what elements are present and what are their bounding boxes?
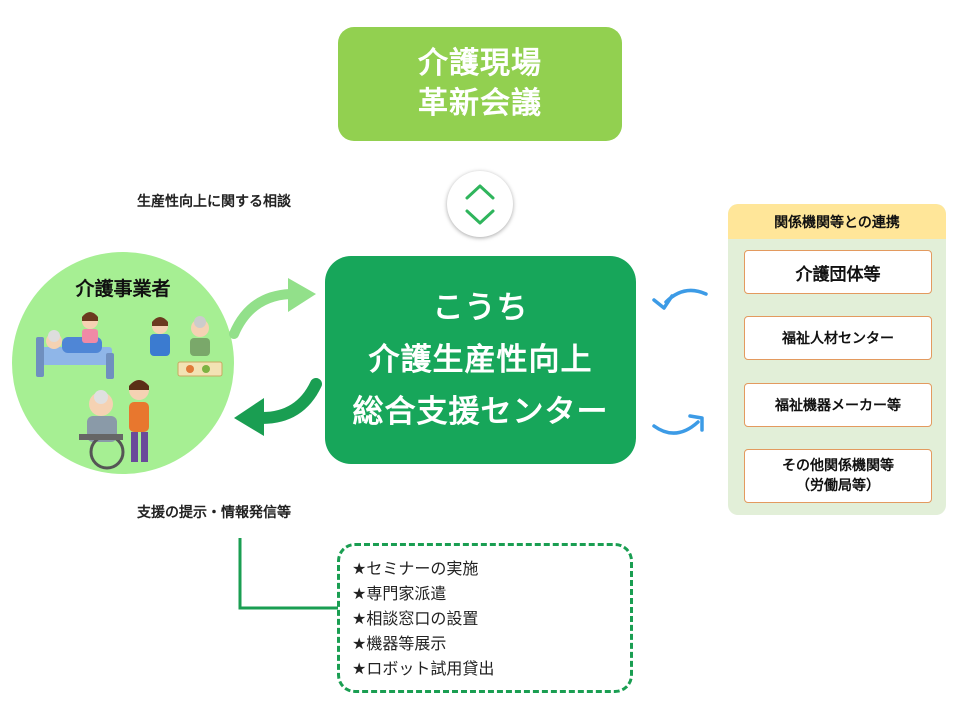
- partner-item-label: 介護団体等: [795, 264, 881, 285]
- partner-item-other-organizations: その他関係機関等 （労働局等）: [744, 449, 932, 503]
- support-center-line2: 介護生産性向上: [368, 342, 593, 378]
- council-title-line2: 革新会議: [418, 86, 542, 121]
- chevron-up-icon: [465, 184, 495, 200]
- council-box: 介護現場 革新会議: [338, 27, 622, 141]
- support-center-line3: 総合支援センター: [352, 394, 609, 430]
- partner-item-label: 福祉人材センター: [782, 331, 894, 347]
- partner-outbound-arrow-icon: [652, 414, 704, 435]
- partner-panel-header: 関係機関等との連携: [728, 204, 946, 239]
- service-item-robot-trial-rental: ★ロボット試用貸出: [352, 659, 495, 678]
- partner-item-label: その他関係機関等: [782, 458, 894, 474]
- council-title-line1: 介護現場: [418, 46, 542, 81]
- care-providers-circle: 介護事業者: [12, 252, 234, 474]
- consultation-arrow-icon: [229, 278, 316, 339]
- bidirectional-chevron-icon: [447, 171, 513, 237]
- partner-inbound-arrow-icon: [652, 288, 708, 310]
- services-list-box: ★セミナーの実施 ★専門家派遣 ★相談窓口の設置 ★機器等展示 ★ロボット試用貸…: [337, 543, 633, 693]
- service-item-seminar: ★セミナーの実施: [352, 559, 479, 578]
- support-caption: 支援の提示・情報発信等: [137, 505, 291, 521]
- chevron-down-icon: [465, 209, 495, 225]
- care-providers-title: 介護事業者: [75, 278, 171, 300]
- partner-item-welfare-hr-center: 福祉人材センター: [744, 316, 932, 360]
- bed-care-illustration-icon: [36, 312, 114, 379]
- service-item-equipment-exhibition: ★機器等展示: [352, 634, 447, 653]
- partner-item-sublabel: （労働局等）: [796, 478, 880, 494]
- consultation-caption: 生産性向上に関する相談: [137, 194, 291, 210]
- support-center-box: こうち 介護生産性向上 総合支援センター: [325, 256, 636, 464]
- services-connector-line: [238, 538, 338, 610]
- support-center-line1: こうち: [432, 290, 529, 326]
- wheelchair-assistance-illustration-icon: [79, 380, 149, 470]
- partner-item-care-associations: 介護団体等: [744, 250, 932, 294]
- service-item-expert-dispatch: ★専門家派遣: [352, 584, 447, 603]
- partner-item-equipment-makers: 福祉機器メーカー等: [744, 383, 932, 427]
- meal-assistance-illustration-icon: [150, 316, 223, 377]
- partner-organizations-panel: 関係機関等との連携 介護団体等 福祉人材センター 福祉機器メーカー等 その他関係…: [728, 204, 946, 515]
- support-arrow-icon: [234, 378, 322, 436]
- partner-item-label: 福祉機器メーカー等: [775, 398, 901, 414]
- service-item-consultation-desk: ★相談窓口の設置: [352, 609, 479, 628]
